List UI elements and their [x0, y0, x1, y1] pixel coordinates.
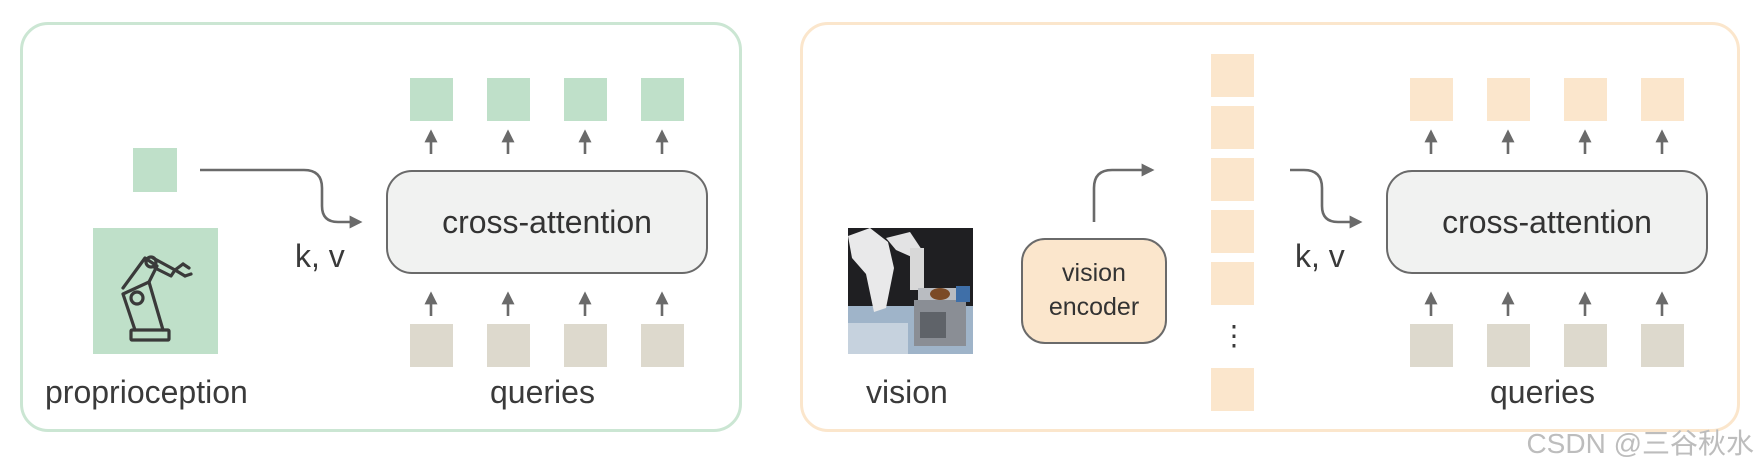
vision-token [1211, 158, 1254, 201]
output-token [1487, 78, 1530, 121]
robot-arm-icon [93, 228, 218, 354]
robot-camera-photo [848, 228, 973, 354]
query-token [1410, 324, 1453, 367]
kv-label: k, v [1295, 238, 1345, 274]
vision-token [1211, 368, 1254, 411]
output-token [1564, 78, 1607, 121]
proprioception-label: proprioception [45, 374, 248, 410]
vision-panel [800, 22, 1740, 432]
query-token [1641, 324, 1684, 367]
tokens-to-attn-arrow [1290, 168, 1363, 229]
kv-label: k, v [295, 238, 345, 274]
query-token [410, 324, 453, 367]
vision-encoder-module: vision encoder [1021, 238, 1167, 344]
vision-label: vision [866, 374, 948, 410]
cross-attention-module: cross-attention [386, 170, 708, 274]
output-token [487, 78, 530, 121]
proprio-token [133, 148, 177, 192]
vision-token [1211, 106, 1254, 149]
output-token [641, 78, 684, 121]
output-token [564, 78, 607, 121]
watermark: CSDN @三谷秋水 [1526, 428, 1754, 459]
output-token [410, 78, 453, 121]
query-token [1564, 324, 1607, 367]
query-token [487, 324, 530, 367]
encoder-line1: vision [1062, 259, 1126, 288]
output-token [1641, 78, 1684, 121]
cross-attention-module: cross-attention [1386, 170, 1708, 274]
encoder-to-tokens-arrow [1092, 163, 1155, 222]
queries-label: queries [1490, 374, 1595, 410]
query-token [641, 324, 684, 367]
proprio-to-attn-arrow [200, 168, 363, 229]
vision-token [1211, 262, 1254, 305]
queries-label: queries [490, 374, 595, 410]
output-token [1410, 78, 1453, 121]
query-token [564, 324, 607, 367]
encoder-line2: encoder [1048, 293, 1140, 321]
ellipsis: ⋮ [1220, 320, 1248, 351]
vision-token [1211, 54, 1254, 97]
query-token [1487, 324, 1530, 367]
proprioception-panel [20, 22, 742, 432]
vision-token [1211, 210, 1254, 253]
